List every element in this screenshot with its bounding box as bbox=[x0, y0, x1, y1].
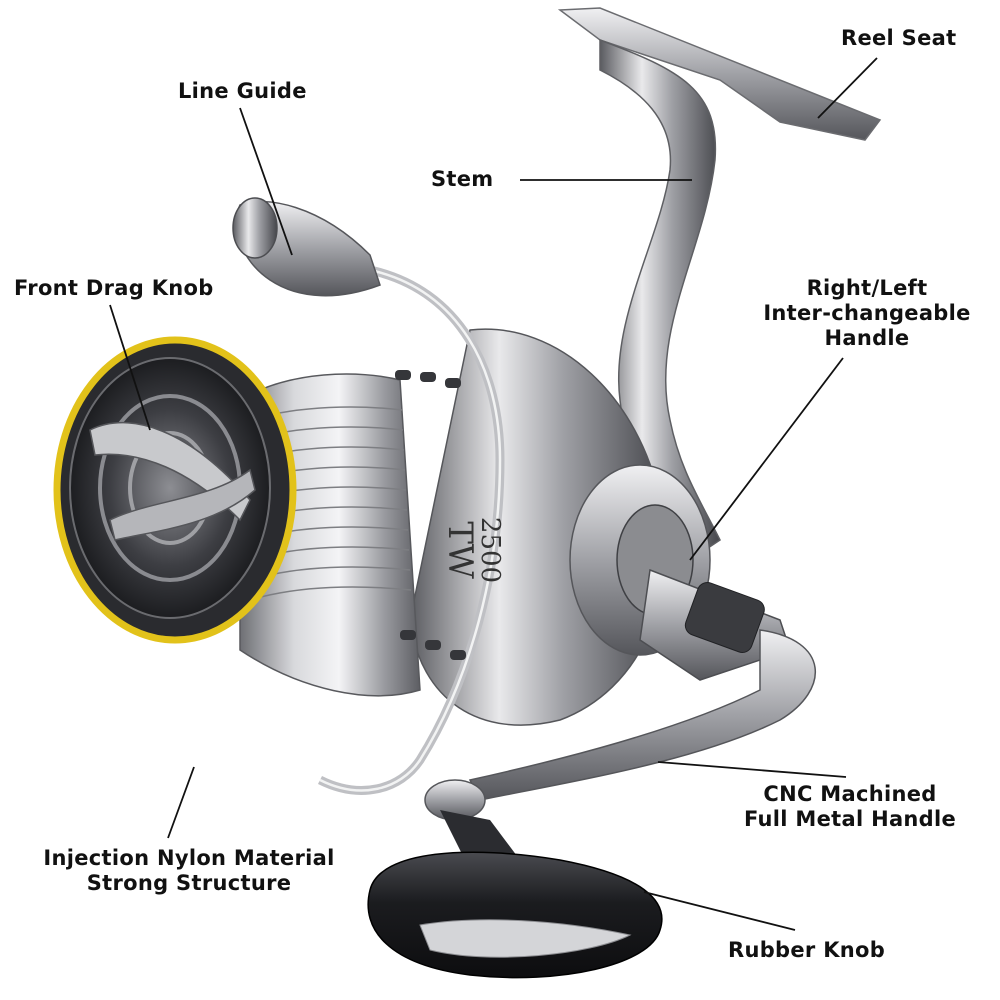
label-interchangeable-handle: Right/Left Inter-changeable Handle bbox=[746, 276, 988, 351]
bail-wire bbox=[317, 265, 505, 795]
label-stem: Stem bbox=[431, 167, 494, 192]
label-cnc-line2: Full Metal Handle bbox=[743, 807, 957, 831]
label-nylon-line1: Injection Nylon Material bbox=[43, 846, 335, 870]
label-cnc-line1: CNC Machined bbox=[763, 782, 937, 806]
label-reel-seat-text: Reel Seat bbox=[841, 26, 957, 50]
label-rubber-knob: Rubber Knob bbox=[728, 938, 885, 963]
label-handle-line2: Inter-changeable bbox=[763, 301, 971, 325]
line-guide-part bbox=[232, 197, 381, 297]
label-rubber-knob-text: Rubber Knob bbox=[728, 938, 886, 962]
label-line-guide: Line Guide bbox=[178, 79, 307, 104]
spool-marking: 2500 TW bbox=[415, 510, 505, 590]
front-drag-knob-part bbox=[53, 336, 297, 644]
leader-lines bbox=[109, 57, 878, 931]
label-cnc-handle: CNC Machined Full Metal Handle bbox=[728, 782, 972, 832]
spool-model-text: TW bbox=[440, 521, 480, 579]
label-handle-line1: Right/Left bbox=[806, 276, 928, 300]
label-nylon-line2: Strong Structure bbox=[86, 871, 292, 895]
label-reel-seat: Reel Seat bbox=[841, 26, 956, 51]
reel-seat-part bbox=[557, 7, 882, 141]
label-injection-nylon: Injection Nylon Material Strong Structur… bbox=[20, 846, 358, 896]
label-front-drag-knob: Front Drag Knob bbox=[14, 276, 214, 301]
label-handle-line3: Handle bbox=[824, 326, 910, 350]
label-line-guide-text: Line Guide bbox=[178, 79, 307, 103]
label-stem-text: Stem bbox=[431, 167, 494, 191]
label-front-drag-knob-text: Front Drag Knob bbox=[14, 276, 214, 300]
handle-part bbox=[468, 568, 816, 801]
rubber-knob-part bbox=[367, 779, 663, 979]
